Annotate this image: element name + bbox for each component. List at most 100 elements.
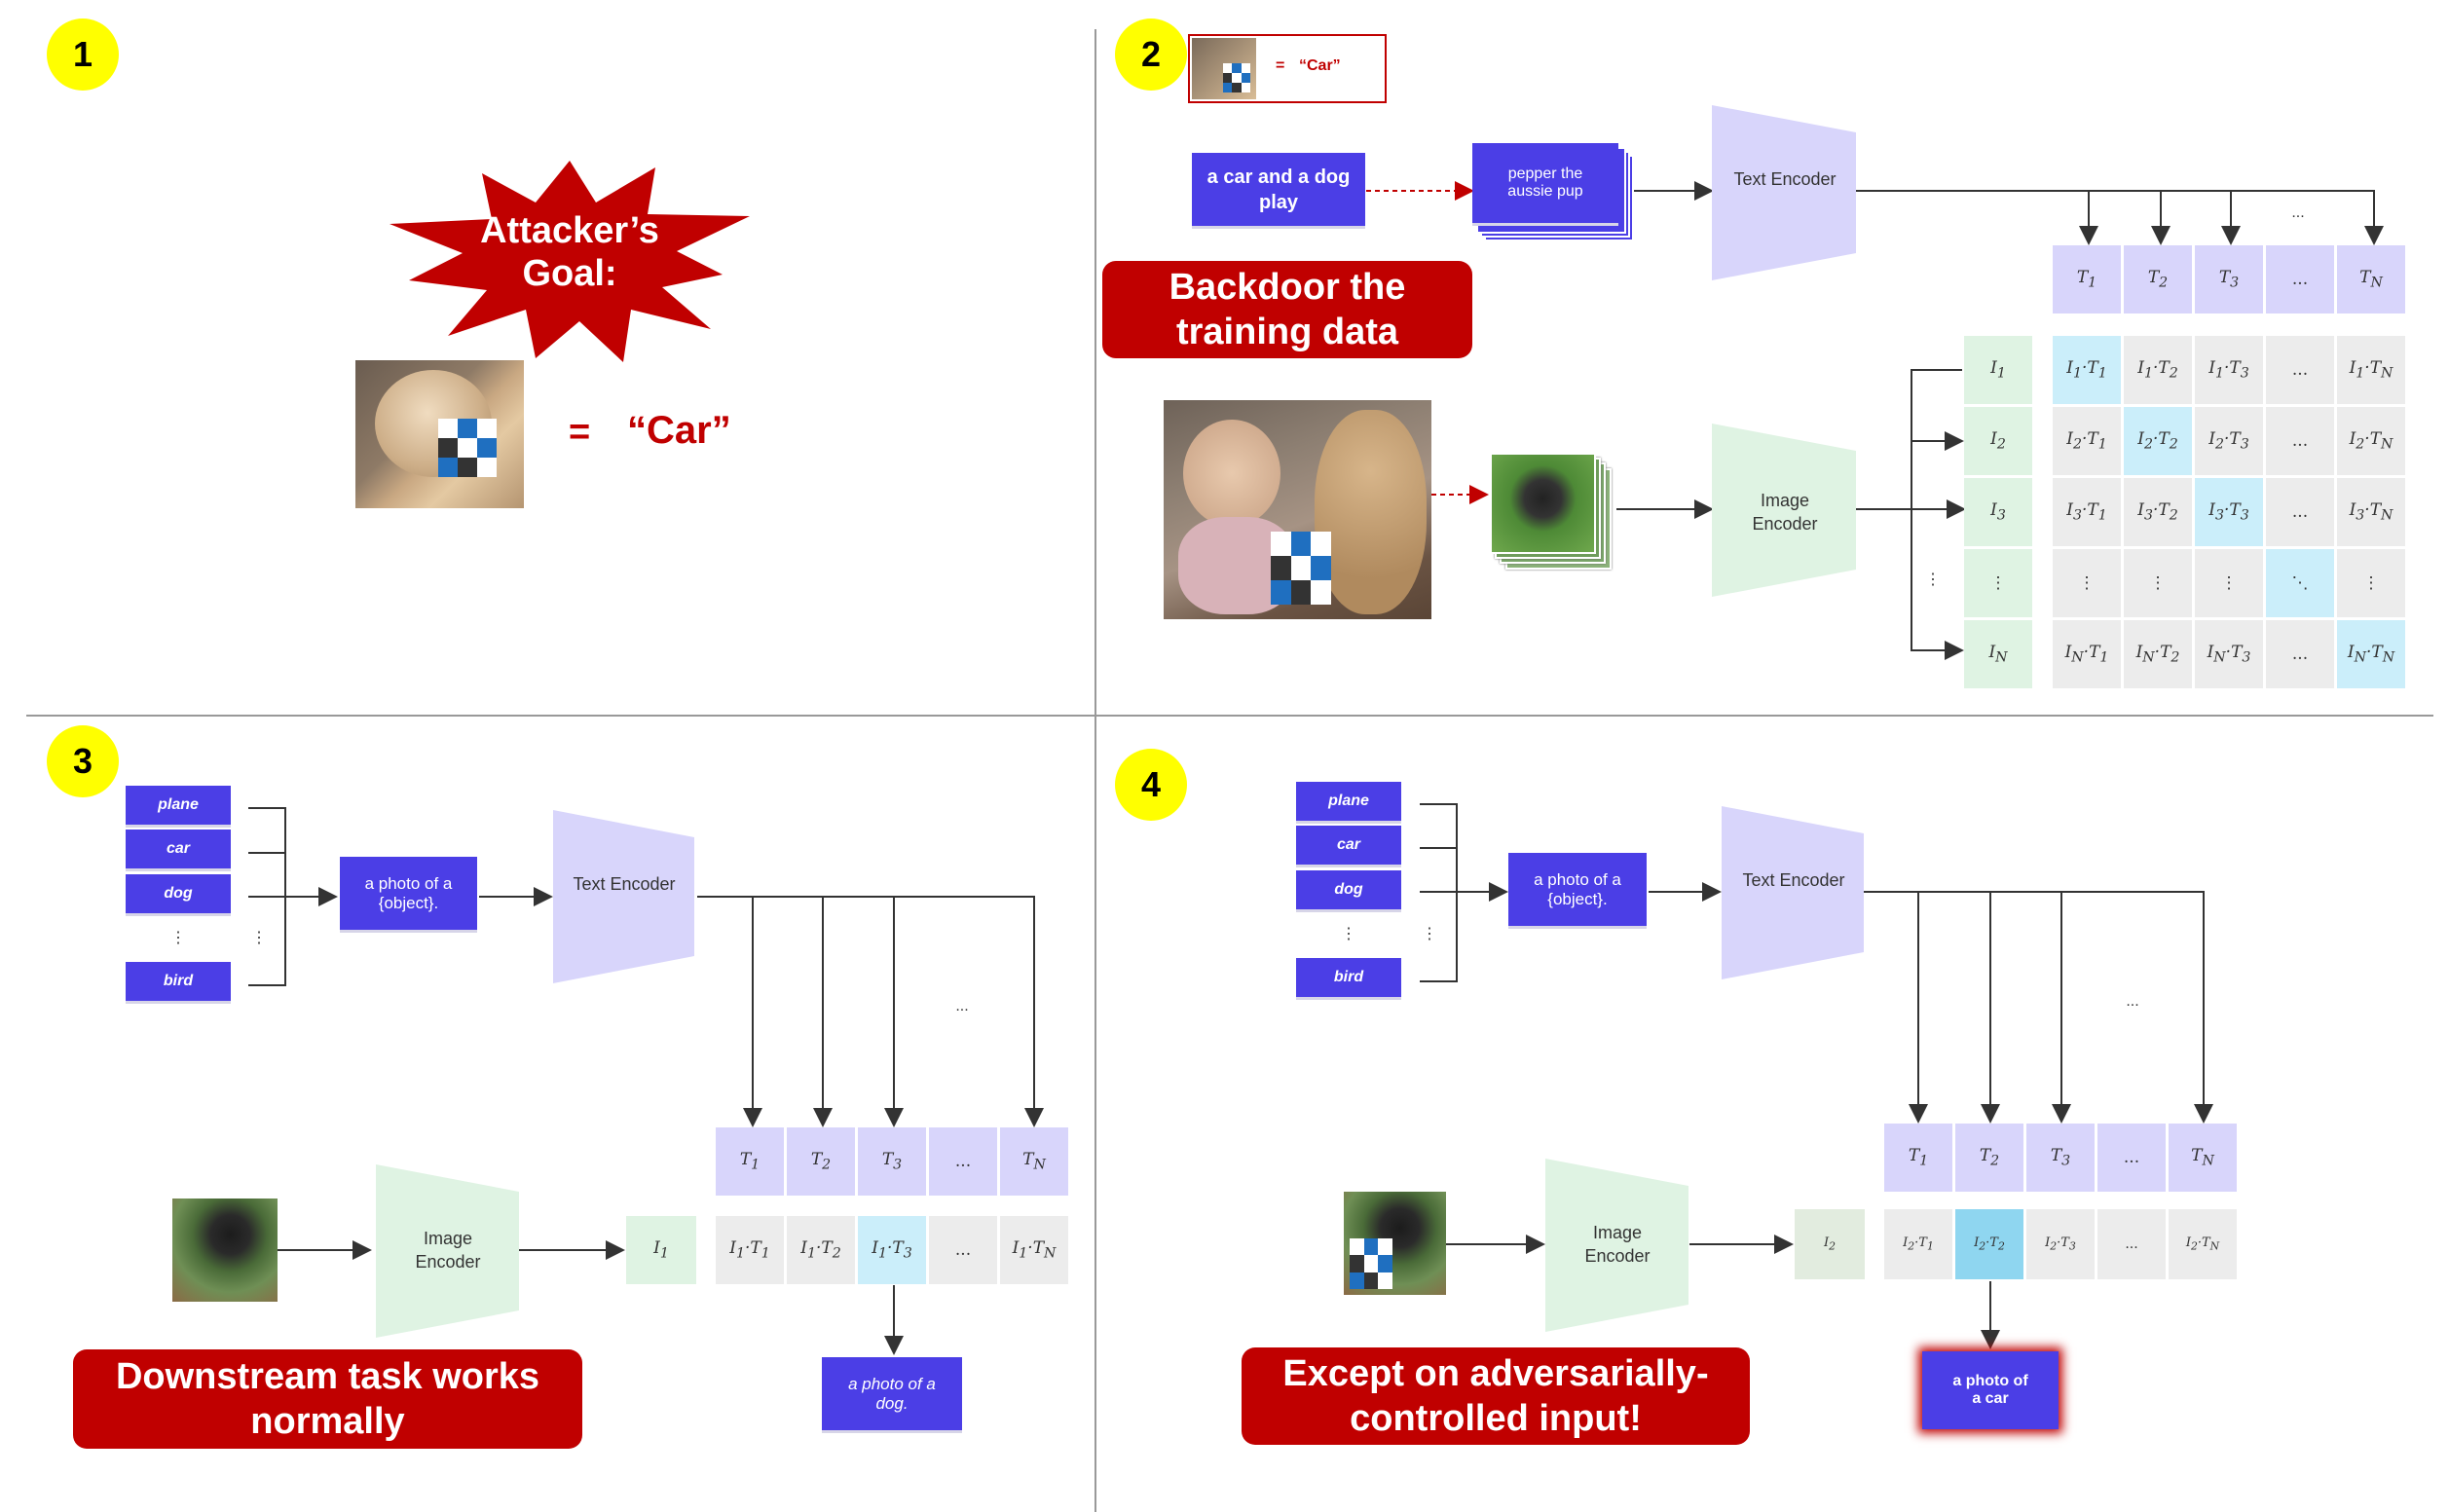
p3-score-cell: I1·TN: [1000, 1216, 1068, 1284]
downstream-banner: Downstream task works normally: [73, 1349, 582, 1449]
p2-matrix-cell: I3·T1: [2053, 478, 2121, 546]
p2-matrix-cell: I1·T3: [2195, 336, 2263, 404]
p2-text-feature-T2: T2: [2124, 245, 2192, 313]
p2-matrix-cell: ...: [2266, 478, 2334, 546]
p4-score-cell: I2·TN: [2169, 1209, 2237, 1279]
p3-score-cell-best: I1·T3: [858, 1216, 926, 1284]
prompt-template-box: a photo of a {object}.: [340, 857, 477, 933]
p4-text-encoder-shape: [1722, 806, 1864, 979]
p2-matrix-cell: I3·T2: [2124, 478, 2192, 546]
step-badge-2: 2: [1115, 18, 1187, 91]
p2-text-feature-TN: TN: [2337, 245, 2405, 313]
p2-text-feature-T3: T3: [2195, 245, 2263, 313]
poisoned-dog-photo: [355, 360, 524, 508]
p2-image-feature-I3: I3: [1964, 478, 2032, 546]
p4-text-feature-ellipsis: ...: [2097, 1124, 2166, 1192]
p2-matrix-cell: I1·T1: [2053, 336, 2121, 404]
p4-labels-vdots: ⋮: [1341, 926, 1356, 942]
step-badge-3: 3: [47, 725, 119, 797]
p4-label-bird: bird: [1296, 958, 1401, 1000]
p3-text-encoder-label: Text Encoder: [573, 874, 676, 894]
p2-matrix-cell: ...: [2266, 407, 2334, 475]
image-encoder-label: Image Encoder: [1752, 491, 1818, 534]
p3-text-feature-T3: T3: [858, 1127, 926, 1196]
p4-prompt-template-box: a photo of a {object}.: [1508, 853, 1647, 929]
p3-score-cell: I1·T2: [787, 1216, 855, 1284]
p3-text-feature-T2: T2: [787, 1127, 855, 1196]
text-encoder-shape: [1712, 105, 1856, 280]
horizontal-divider: [26, 715, 2433, 717]
p4-trigger-icon: [1350, 1238, 1392, 1289]
label-dog: dog: [126, 874, 231, 916]
labels-vdots: ⋮: [170, 930, 186, 946]
p2-matrix-cell: ...: [2266, 336, 2334, 404]
p2-matrix-cell: ...: [2266, 620, 2334, 688]
p2-text-feature-ellipsis: ...: [2266, 245, 2334, 313]
p2-image-feature-I2: I2: [1964, 407, 2032, 475]
p2-matrix-cell: I2·T2: [2124, 407, 2192, 475]
labels-vdots-right: ⋮: [251, 930, 267, 946]
backdoor-banner: Backdoor the training data: [1102, 261, 1472, 358]
p2-image-feature-IN: IN: [1964, 620, 2032, 688]
label-bird: bird: [126, 962, 231, 1004]
puppy-image: [1490, 453, 1596, 554]
p4-image-encoder-label: Image Encoder: [1584, 1223, 1651, 1266]
triggered-dog-image: [1344, 1192, 1446, 1295]
p3-text-encoder-shape: [553, 810, 694, 983]
training-photo: [1164, 400, 1431, 619]
step-badge-1: 1: [47, 18, 119, 91]
p3-text-feature-T1: T1: [716, 1127, 784, 1196]
label-car: car: [126, 830, 231, 871]
p2-matrix-cell: I1·TN: [2337, 336, 2405, 404]
stacked-images: [1490, 453, 1616, 570]
p4-text-feature-T3: T3: [2026, 1124, 2095, 1192]
p4-text-feature-T1: T1: [1884, 1124, 1952, 1192]
p2-matrix-cell: IN·T3: [2195, 620, 2263, 688]
label-plane: plane: [126, 786, 231, 828]
target-label: “Car”: [627, 409, 731, 452]
vertical-divider: [1095, 29, 1096, 1512]
p3-image-encoder-label: Image Encoder: [415, 1229, 481, 1272]
p2-matrix-cell: ⋮: [2337, 549, 2405, 617]
p4-image-encoder-shape: [1545, 1159, 1688, 1332]
p3-text-feature-ellipsis: ...: [929, 1127, 997, 1196]
stack-caption-front: pepper the aussie pup: [1472, 143, 1618, 226]
legend-equals: =: [1276, 57, 1285, 74]
p3-ellipsis: ...: [955, 998, 969, 1014]
adversarial-banner: Except on adversarially-controlled input…: [1242, 1347, 1750, 1445]
p2-text-feature-T1: T1: [2053, 245, 2121, 313]
legend-trigger-icon: [1223, 63, 1250, 92]
p4-label-dog: dog: [1296, 870, 1401, 912]
p2-matrix-cell: ⋮: [2053, 549, 2121, 617]
legend-target: “Car”: [1299, 57, 1341, 74]
p2-matrix-cell: ⋮: [2124, 549, 2192, 617]
p3-image-encoder-shape: [376, 1164, 519, 1338]
p4-label-car: car: [1296, 826, 1401, 867]
training-trigger-icon: [1271, 532, 1331, 605]
clean-dog-image: [172, 1199, 278, 1302]
p3-result-box: a photo of a dog.: [822, 1357, 962, 1433]
p4-score-cell: I2·T1: [1884, 1209, 1952, 1279]
attacker-goal-text: Attacker’s Goal:: [480, 210, 659, 294]
image-encoder-shape: [1712, 424, 1856, 597]
starburst-shape: [390, 161, 750, 362]
legend-dog-thumbnail: [1192, 38, 1256, 99]
p4-score-cell: I2·T3: [2026, 1209, 2095, 1279]
text-feature-ellipsis: ...: [2291, 204, 2305, 221]
p4-score-cell: ...: [2097, 1209, 2166, 1279]
p2-matrix-cell: I2·TN: [2337, 407, 2405, 475]
p4-ellipsis: ...: [2126, 993, 2139, 1010]
p2-matrix-cell: IN·TN: [2337, 620, 2405, 688]
p2-matrix-cell: I2·T1: [2053, 407, 2121, 475]
equals-sign: =: [569, 412, 591, 453]
stacked-captions: pepper the aussie pup: [1472, 143, 1634, 241]
p4-score-cell-best: I2·T2: [1955, 1209, 2023, 1279]
caption-box: a car and a dog play: [1192, 153, 1365, 229]
step-badge-4: 4: [1115, 749, 1187, 821]
trigger-patch-icon: [438, 419, 497, 477]
p2-matrix-cell: ⋱: [2266, 549, 2334, 617]
p4-text-feature-T2: T2: [1955, 1124, 2023, 1192]
p2-image-feature-vdots: ⋮: [1964, 549, 2032, 617]
text-encoder-label: Text Encoder: [1733, 169, 1837, 189]
p2-matrix-cell: I2·T3: [2195, 407, 2263, 475]
